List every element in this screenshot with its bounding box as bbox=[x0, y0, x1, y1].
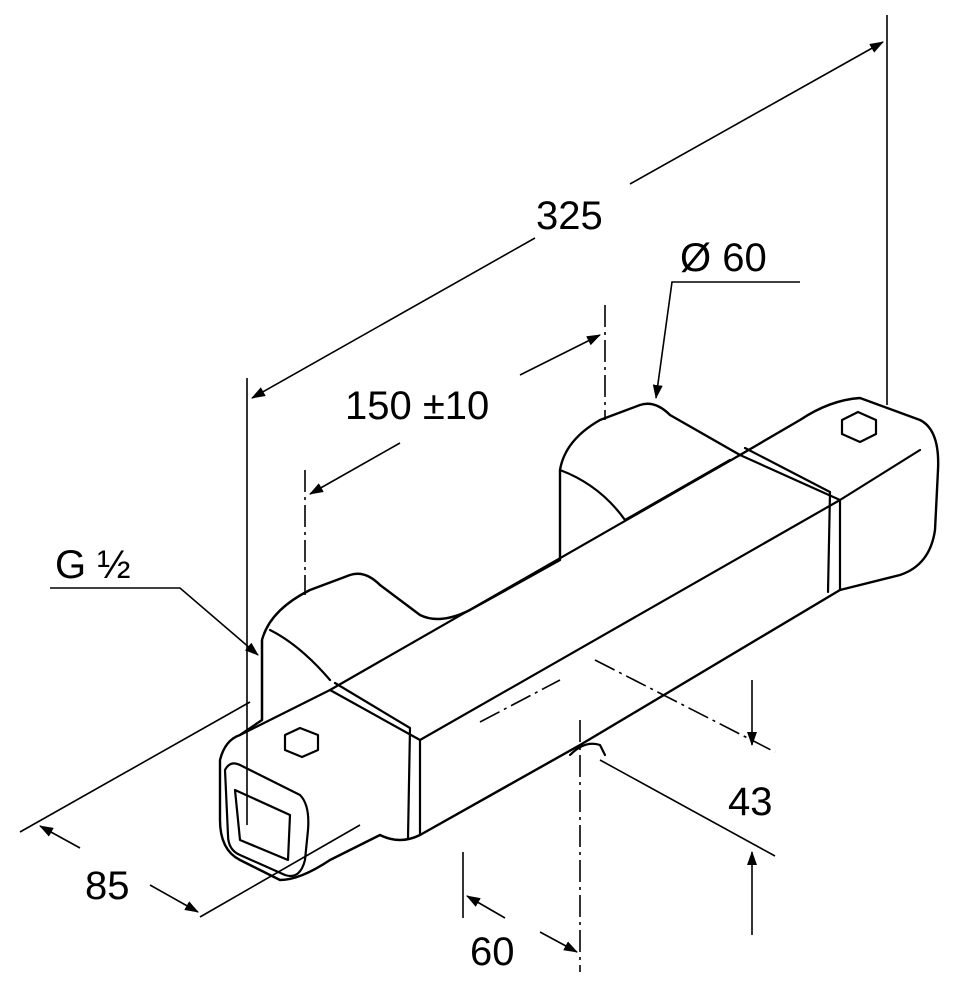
dimension-outlet-offset: 60 bbox=[470, 930, 515, 974]
dimension-thread: G ½ bbox=[55, 543, 131, 587]
dimension-lines bbox=[19, 15, 888, 972]
dimension-diameter: Ø 60 bbox=[680, 236, 767, 280]
dimension-center-distance: 150 ±10 bbox=[345, 384, 490, 428]
dimension-depth: 85 bbox=[85, 864, 130, 908]
mixer-body bbox=[218, 396, 940, 882]
dimension-height: 43 bbox=[728, 780, 773, 824]
dimension-overall-length: 325 bbox=[536, 194, 603, 238]
